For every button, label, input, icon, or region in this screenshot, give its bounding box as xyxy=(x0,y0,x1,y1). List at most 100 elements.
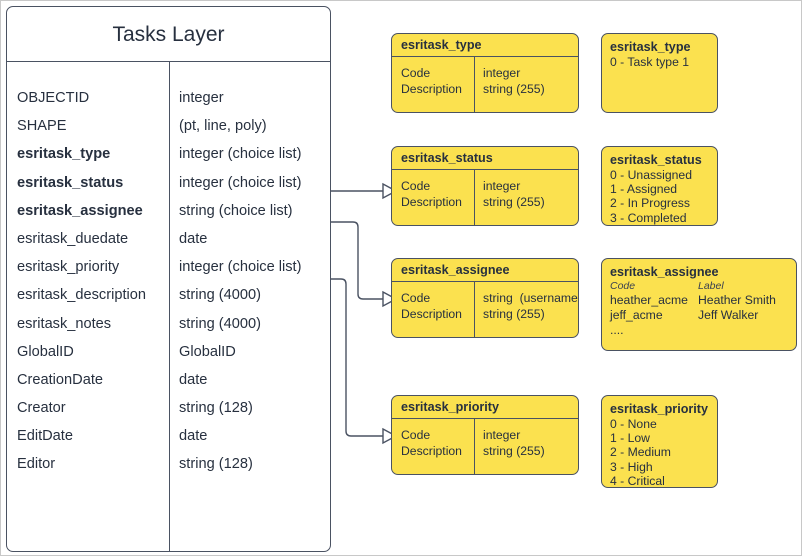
field-name: GlobalID xyxy=(17,343,74,360)
value-item: 1 - Assigned xyxy=(610,182,678,197)
value-box-title: esritask_assignee xyxy=(610,265,719,279)
value-item: 0 - None xyxy=(610,417,657,431)
field-name: esritask_notes xyxy=(17,315,112,332)
field-type: date xyxy=(179,428,208,445)
schema-type: integer xyxy=(483,179,521,193)
schema-type: string (username) xyxy=(483,291,579,305)
field-name: EditDate xyxy=(17,428,73,445)
value-code: heather_acme xyxy=(610,293,688,307)
value-row: jeff_acme Jeff Walker xyxy=(610,308,796,323)
field-name: Editor xyxy=(17,456,56,473)
value-item: 3 - Completed xyxy=(610,210,687,225)
field-name: esritask_type xyxy=(17,146,111,163)
value-item: 0 - Task type 1 xyxy=(610,55,690,69)
schema-column-divider xyxy=(474,419,476,474)
schema-field: Description xyxy=(401,81,462,96)
schema-box-esritask-status: esritask_status Code Description integer… xyxy=(391,146,579,226)
schema-box-body: Code Description string (username) strin… xyxy=(392,282,578,337)
field-type: string (choice list) xyxy=(179,202,293,219)
value-table-header: Code Label xyxy=(610,280,796,293)
schema-left-column: Code Description xyxy=(392,57,474,112)
field-type: string (4000) xyxy=(179,315,261,332)
schema-right-column: integer string (255) xyxy=(474,419,578,474)
field-type: GlobalID xyxy=(179,343,236,360)
schema-right-column: integer string (255) xyxy=(474,57,578,112)
schema-type: string (255) xyxy=(483,443,545,458)
value-box-esritask-status: esritask_status 0 - Unassigned 1 - Assig… xyxy=(601,146,718,226)
column-divider xyxy=(169,62,171,551)
schema-left-column: Code Description xyxy=(392,419,474,474)
value-row: heather_acme Heather Smith xyxy=(610,293,796,308)
field-type: integer xyxy=(179,90,224,106)
value-header-label: Label xyxy=(698,280,724,292)
field-name: SHAPE xyxy=(17,118,67,135)
schema-box-body: Code Description integer string (255) xyxy=(392,419,578,474)
connector-priority xyxy=(331,278,383,437)
field-type: string (128) xyxy=(179,400,253,417)
schema-type: string (255) xyxy=(483,81,545,96)
value-label xyxy=(698,323,794,338)
field-type: (pt, line, poly) xyxy=(179,118,267,135)
field-name: Creator xyxy=(17,400,66,417)
schema-left-column: Code Description xyxy=(392,282,474,337)
schema-type: integer xyxy=(483,428,521,442)
field-name: esritask_description xyxy=(17,287,146,304)
value-code: jeff_acme xyxy=(610,308,663,322)
field-type-column: integer (pt, line, poly) integer (choice… xyxy=(169,62,330,551)
schema-right-column: integer string (255) xyxy=(474,170,578,225)
field-type: string (128) xyxy=(179,456,253,473)
value-item: 4 - Critical xyxy=(610,473,665,488)
value-label: Jeff Walker xyxy=(698,308,759,322)
field-type: integer (choice list) xyxy=(179,174,302,191)
field-type: integer (choice list) xyxy=(179,259,302,276)
schema-type: integer xyxy=(483,66,521,80)
schema-box-esritask-type: esritask_type Code Description integer s… xyxy=(391,33,579,113)
field-name-column: OBJECTID SHAPE esritask_type esritask_st… xyxy=(7,62,169,551)
value-box-esritask-type: esritask_type 0 - Task type 1 xyxy=(601,33,718,113)
value-item: 3 - High xyxy=(610,459,653,474)
value-row: .... xyxy=(610,323,796,338)
value-item: 2 - Medium xyxy=(610,445,671,460)
schema-box-esritask-priority: esritask_priority Code Description integ… xyxy=(391,395,579,475)
tasks-layer-entity: Tasks Layer OBJECTID SHAPE esritask_type… xyxy=(6,6,331,552)
schema-box-title: esritask_type xyxy=(392,34,578,57)
schema-box-title: esritask_priority xyxy=(392,396,578,419)
field-type: date xyxy=(179,371,208,388)
schema-field: Description xyxy=(401,194,462,209)
schema-column-divider xyxy=(474,170,476,225)
field-name: esritask_priority xyxy=(17,259,120,276)
schema-box-body: Code Description integer string (255) xyxy=(392,170,578,225)
value-box-title: esritask_priority xyxy=(610,402,709,416)
value-box-title: esritask_status xyxy=(610,153,702,167)
schema-left-column: Code Description xyxy=(392,170,474,225)
tasks-layer-fields: OBJECTID SHAPE esritask_type esritask_st… xyxy=(7,62,330,551)
page-title: Tasks Layer xyxy=(7,7,330,62)
field-name: OBJECTID xyxy=(17,90,90,106)
schema-field: Code xyxy=(401,179,431,193)
value-box-title: esritask_type xyxy=(610,40,691,54)
schema-right-column: string (username) string (255) xyxy=(474,282,578,337)
connector-assignee xyxy=(331,221,383,300)
value-label: Heather Smith xyxy=(698,293,776,307)
value-header-code: Code xyxy=(610,280,636,292)
value-item: 2 - In Progress xyxy=(610,196,690,211)
field-type: integer (choice list) xyxy=(179,146,302,163)
field-name: esritask_assignee xyxy=(17,202,143,219)
schema-field: Code xyxy=(401,428,431,442)
field-type: string (4000) xyxy=(179,287,261,304)
schema-field: Description xyxy=(401,443,462,458)
schema-box-body: Code Description integer string (255) xyxy=(392,57,578,112)
schema-type: string (255) xyxy=(483,306,545,321)
value-box-esritask-priority: esritask_priority 0 - None 1 - Low 2 - M… xyxy=(601,395,718,488)
field-type: date xyxy=(179,230,208,247)
value-code: .... xyxy=(610,323,624,337)
schema-box-title: esritask_status xyxy=(392,147,578,170)
value-item: 1 - Low xyxy=(610,431,650,446)
field-name: CreationDate xyxy=(17,371,103,388)
schema-column-divider xyxy=(474,282,476,337)
value-box-esritask-assignee: esritask_assignee Code Label heather_acm… xyxy=(601,258,797,351)
schema-field: Description xyxy=(401,306,462,321)
schema-type: string (255) xyxy=(483,194,545,209)
value-item: 0 - Unassigned xyxy=(610,168,692,182)
